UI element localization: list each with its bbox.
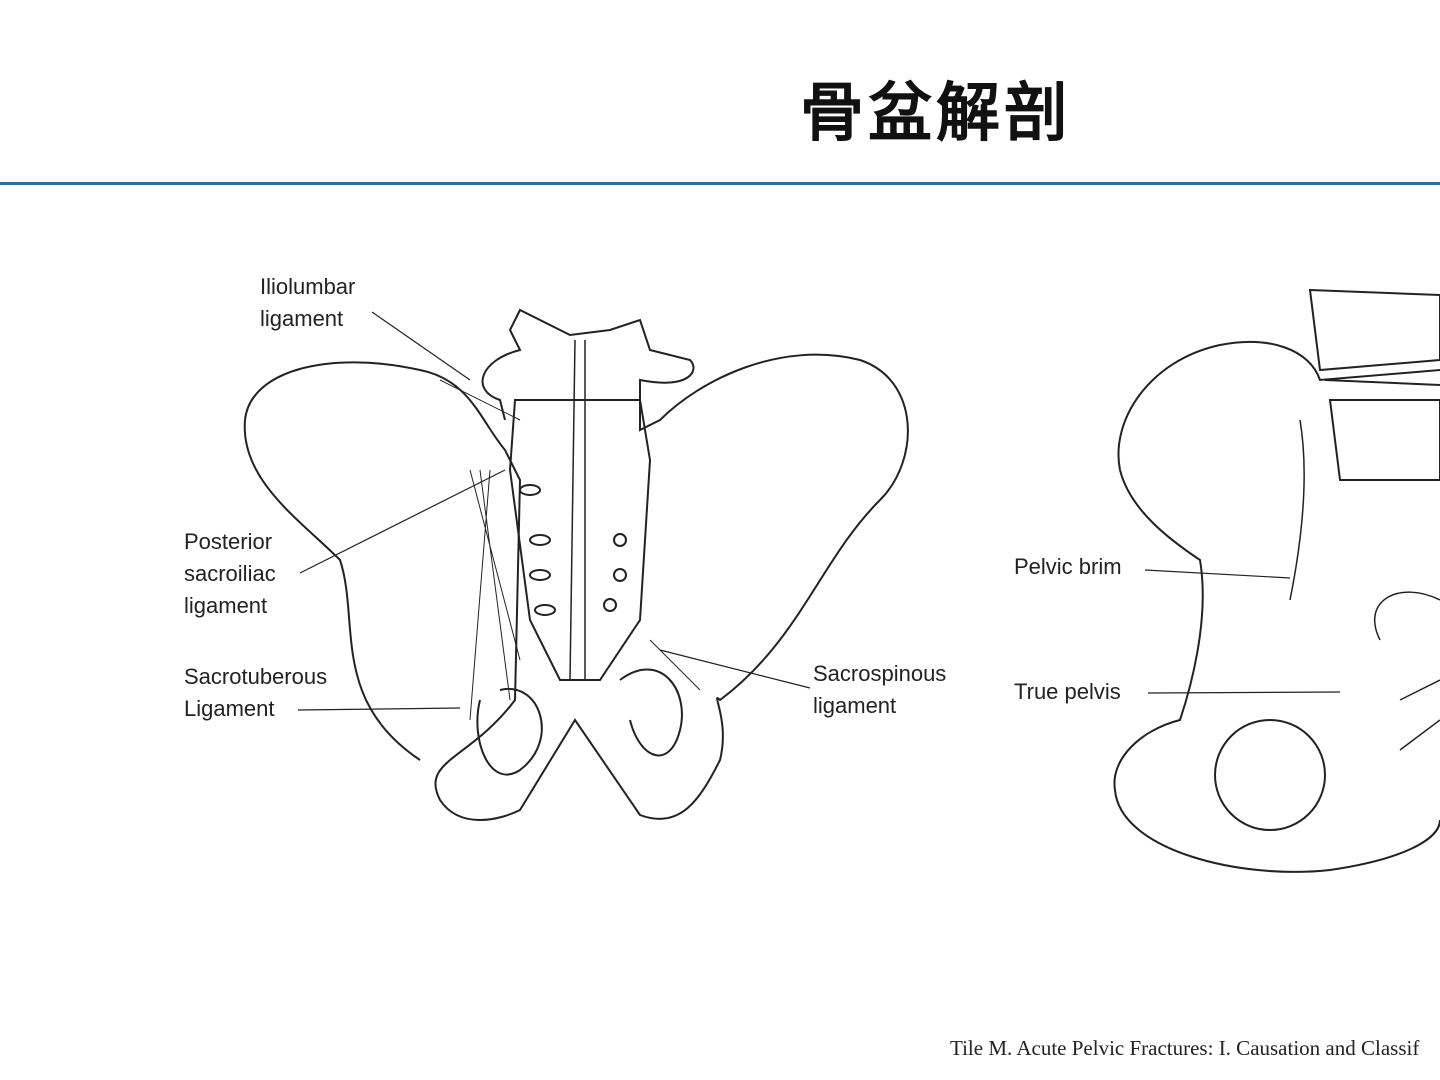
lateral-pelvis-drawing: [1113, 288, 1440, 873]
label-pelvic-brim: Pelvic brim: [1014, 554, 1122, 579]
label-true-pelvis: True pelvis: [1014, 679, 1121, 704]
label-iliolumbar-ligament: Iliolumbar ligament: [260, 271, 355, 335]
label-line: Iliolumbar: [260, 274, 356, 299]
title-divider: [0, 182, 1440, 185]
posterior-pelvis-drawing: [243, 308, 909, 821]
label-line: ligament: [813, 693, 897, 718]
label-sacrospinous-ligament: Sacrospinous ligament: [813, 658, 946, 722]
leader-lines: [297, 311, 1341, 711]
label-line: ligament: [184, 593, 268, 618]
label-sacrotuberous-ligament: Sacrotuberous Ligament: [184, 661, 327, 725]
slide-title: 骨盆解剖: [800, 76, 1072, 151]
label-posterior-sacroiliac-ligament: Posterior sacroiliac ligament: [184, 526, 276, 622]
label-line: Sacrospinous: [813, 661, 947, 686]
label-line: Posterior: [184, 529, 273, 554]
label-line: Ligament: [184, 696, 275, 721]
citation: Tile M. Acute Pelvic Fractures: I. Causa…: [950, 1036, 1420, 1060]
label-line: Sacrotuberous: [184, 664, 328, 689]
label-line: ligament: [260, 306, 344, 331]
label-line: sacroiliac: [184, 561, 276, 586]
